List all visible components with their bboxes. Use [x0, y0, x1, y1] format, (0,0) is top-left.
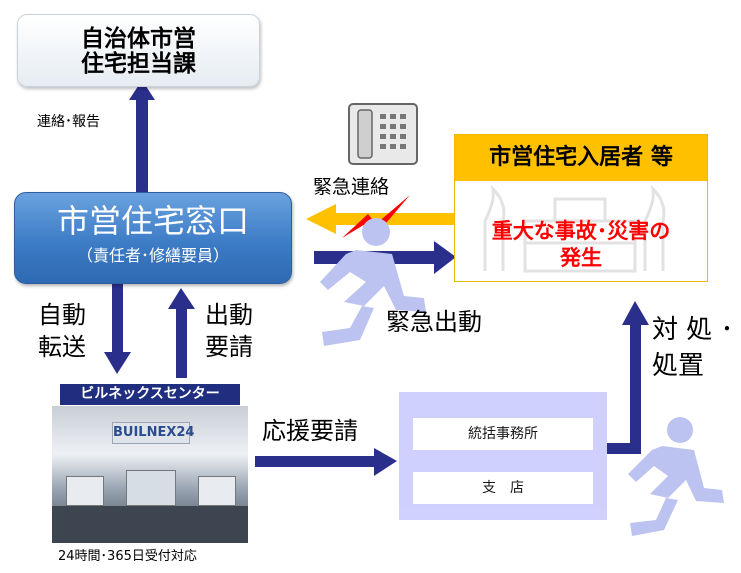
monitor-icon — [66, 476, 104, 506]
housing-window-box: 市営住宅窓口 （責任者･修繕要員） — [14, 192, 292, 284]
response-label: 対 処 ･ 処置 — [652, 312, 734, 384]
center-photo-sign: BUILNEX24 — [112, 422, 194, 444]
office-line-1: 自治体市営 — [81, 26, 196, 52]
monitor-icon-2 — [198, 476, 236, 506]
lightning-icon — [342, 195, 410, 238]
center-name-bar: ビルネックスセンター — [60, 384, 240, 405]
monitor-icon-3 — [126, 470, 176, 506]
telephone-icon — [348, 103, 418, 165]
support-request-label: 応援要請 — [262, 417, 358, 445]
center-photo: BUILNEX24 — [52, 406, 248, 543]
report-arrow — [129, 80, 155, 192]
branch-panel: 統括事務所 支 店 — [399, 392, 607, 520]
dispatch-request-line-2: 要請 — [205, 333, 253, 361]
office-line-2: 住宅担当課 — [81, 51, 196, 77]
residents-box: 市営住宅入居者 等 重大な事故･災害の 発生 — [454, 134, 708, 282]
auto-transfer-arrow — [104, 283, 131, 374]
dispatch-request-arrow — [168, 288, 195, 378]
branch-office-box: 支 店 — [413, 472, 593, 504]
support-request-arrow — [255, 448, 397, 476]
residents-header: 市営住宅入居者 等 — [455, 135, 707, 181]
emergency-contact-label: 緊急連絡 — [313, 176, 390, 198]
housing-window-title: 市営住宅窓口 — [56, 202, 249, 240]
accident-text: 重大な事故･災害の 発生 — [455, 218, 707, 272]
response-arrow — [607, 301, 649, 454]
accident-line-2: 発生 — [560, 246, 602, 270]
runner-icon — [320, 218, 426, 346]
auto-transfer-label: 自動 転送 — [38, 299, 86, 363]
head-office-box: 統括事務所 — [413, 418, 593, 450]
accident-line-1: 重大な事故･災害の — [491, 219, 671, 243]
municipal-housing-office-label: 自治体市営 住宅担当課 — [18, 27, 259, 77]
center-caption: 24時間･365日受付対応 — [58, 549, 197, 564]
emergency-dispatch-label: 緊急出動 — [386, 308, 482, 336]
fire-illustration — [483, 184, 666, 273]
municipal-housing-office-box: 自治体市営 住宅担当課 — [17, 14, 260, 87]
auto-transfer-line-2: 転送 — [38, 333, 86, 361]
dispatch-request-line-1: 出動 — [205, 301, 253, 329]
housing-window-subtitle: （責任者･修繕要員） — [76, 246, 229, 265]
runner-icon-response — [628, 417, 724, 536]
report-label: 連絡･報告 — [37, 114, 100, 130]
response-line-2: 処置 — [652, 351, 705, 381]
desk — [52, 506, 248, 543]
dispatch-request-label: 出動 要請 — [205, 299, 253, 363]
response-line-1: 対 処 ･ — [652, 315, 734, 345]
auto-transfer-line-1: 自動 — [38, 301, 86, 329]
